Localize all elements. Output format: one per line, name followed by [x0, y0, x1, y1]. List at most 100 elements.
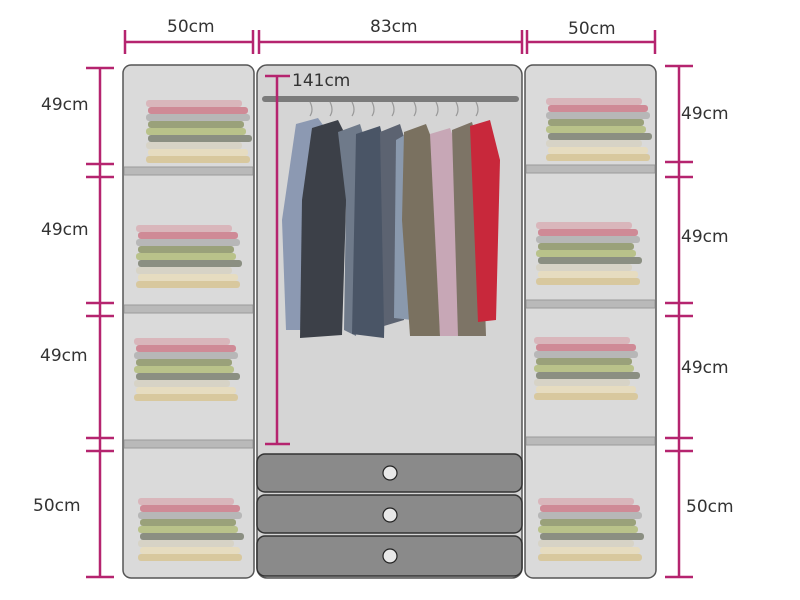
folded-garment — [136, 387, 236, 394]
folded-garment — [538, 243, 634, 250]
folded-garment — [534, 365, 634, 372]
shelf — [123, 439, 254, 449]
folded-garment — [134, 380, 230, 387]
folded-garment — [138, 540, 234, 547]
folded-garment — [138, 246, 234, 253]
folded-garment — [136, 359, 232, 366]
folded-garment — [148, 107, 248, 114]
drawer-knob-icon — [382, 465, 398, 481]
folded-garment — [536, 386, 636, 393]
folded-garment — [536, 264, 632, 271]
shelf — [525, 436, 656, 446]
folded-clothes-stack-icon — [146, 100, 252, 163]
folded-garment — [540, 519, 636, 526]
dim-label-left-2: 49cm — [41, 220, 89, 240]
folded-clothes-stack-icon — [546, 98, 652, 161]
folded-garment — [546, 140, 642, 147]
dimension-lines — [86, 30, 693, 579]
folded-garment — [136, 225, 232, 232]
folded-garment — [538, 271, 638, 278]
folded-garment — [138, 526, 238, 533]
shelf — [525, 299, 656, 309]
folded-garment — [140, 547, 240, 554]
folded-garment — [538, 229, 638, 236]
folded-garment — [138, 554, 242, 561]
folded-garment — [546, 126, 646, 133]
folded-garment — [148, 149, 248, 156]
dim-label-left-4: 50cm — [33, 496, 81, 516]
folded-garment — [534, 393, 638, 400]
folded-garment — [138, 232, 238, 239]
dim-label-left-1: 49cm — [41, 95, 89, 115]
folded-garment — [136, 239, 240, 246]
folded-garment — [146, 100, 242, 107]
folded-clothes-stack-icon — [134, 338, 240, 401]
folded-clothes-stack-icon — [536, 222, 642, 285]
folded-garment — [136, 345, 236, 352]
folded-garment — [538, 540, 634, 547]
folded-clothes-stack-icon — [538, 498, 644, 561]
dim-label-right-3: 49cm — [681, 358, 729, 378]
dim-label-top-left: 50cm — [167, 17, 215, 37]
folded-garment — [536, 344, 636, 351]
drawer-knob-icon — [382, 548, 398, 564]
folded-garment — [538, 554, 642, 561]
dim-label-right-2: 49cm — [681, 227, 729, 247]
folded-garment — [134, 352, 238, 359]
folded-garment — [146, 114, 250, 121]
folded-garment — [138, 274, 238, 281]
dim-label-right-4: 50cm — [686, 497, 734, 517]
folded-garment — [138, 512, 242, 519]
folded-garment — [134, 394, 238, 401]
folded-garment — [540, 505, 640, 512]
folded-garment — [538, 498, 634, 505]
dim-label-right-1: 49cm — [681, 104, 729, 124]
folded-garment — [538, 512, 642, 519]
folded-garment — [138, 260, 242, 267]
folded-garment — [536, 278, 640, 285]
dim-label-top-right: 50cm — [568, 19, 616, 39]
shelf — [525, 164, 656, 174]
folded-clothes-stack-icon — [138, 498, 244, 561]
folded-garment — [534, 379, 630, 386]
dim-label-hanging: 141cm — [292, 71, 351, 91]
folded-garment — [546, 98, 642, 105]
folded-garment — [136, 253, 236, 260]
folded-garment — [146, 142, 242, 149]
folded-garment — [136, 281, 240, 288]
left-shelf-column — [122, 64, 255, 579]
folded-garment — [536, 358, 632, 365]
folded-garment — [546, 154, 650, 161]
folded-garment — [548, 147, 648, 154]
folded-garment — [148, 135, 252, 142]
left-shelves — [123, 166, 254, 449]
hanging-clothes-icon — [282, 101, 500, 338]
folded-garment — [534, 351, 638, 358]
folded-garment — [148, 121, 244, 128]
dim-label-top-center: 83cm — [370, 17, 418, 37]
drawers — [256, 453, 523, 577]
drawer-knob-icon — [382, 507, 398, 523]
hanging-rail — [262, 96, 519, 102]
folded-garment — [548, 133, 652, 140]
folded-garment — [140, 505, 240, 512]
folded-garment — [540, 547, 640, 554]
folded-garment — [140, 519, 236, 526]
folded-garment — [134, 338, 230, 345]
folded-garment — [136, 267, 232, 274]
folded-clothes-stack-icon — [136, 225, 242, 288]
folded-garment — [538, 526, 638, 533]
folded-garment — [146, 128, 246, 135]
dim-label-left-3: 49cm — [40, 346, 88, 366]
folded-garment — [146, 156, 250, 163]
folded-garment — [534, 337, 630, 344]
folded-clothes-stacks — [134, 98, 652, 561]
folded-garment — [536, 250, 636, 257]
folded-garment — [546, 112, 650, 119]
folded-garment — [140, 533, 244, 540]
folded-garment — [540, 533, 644, 540]
folded-garment — [134, 366, 234, 373]
shelf — [123, 166, 254, 176]
folded-garment — [536, 222, 632, 229]
